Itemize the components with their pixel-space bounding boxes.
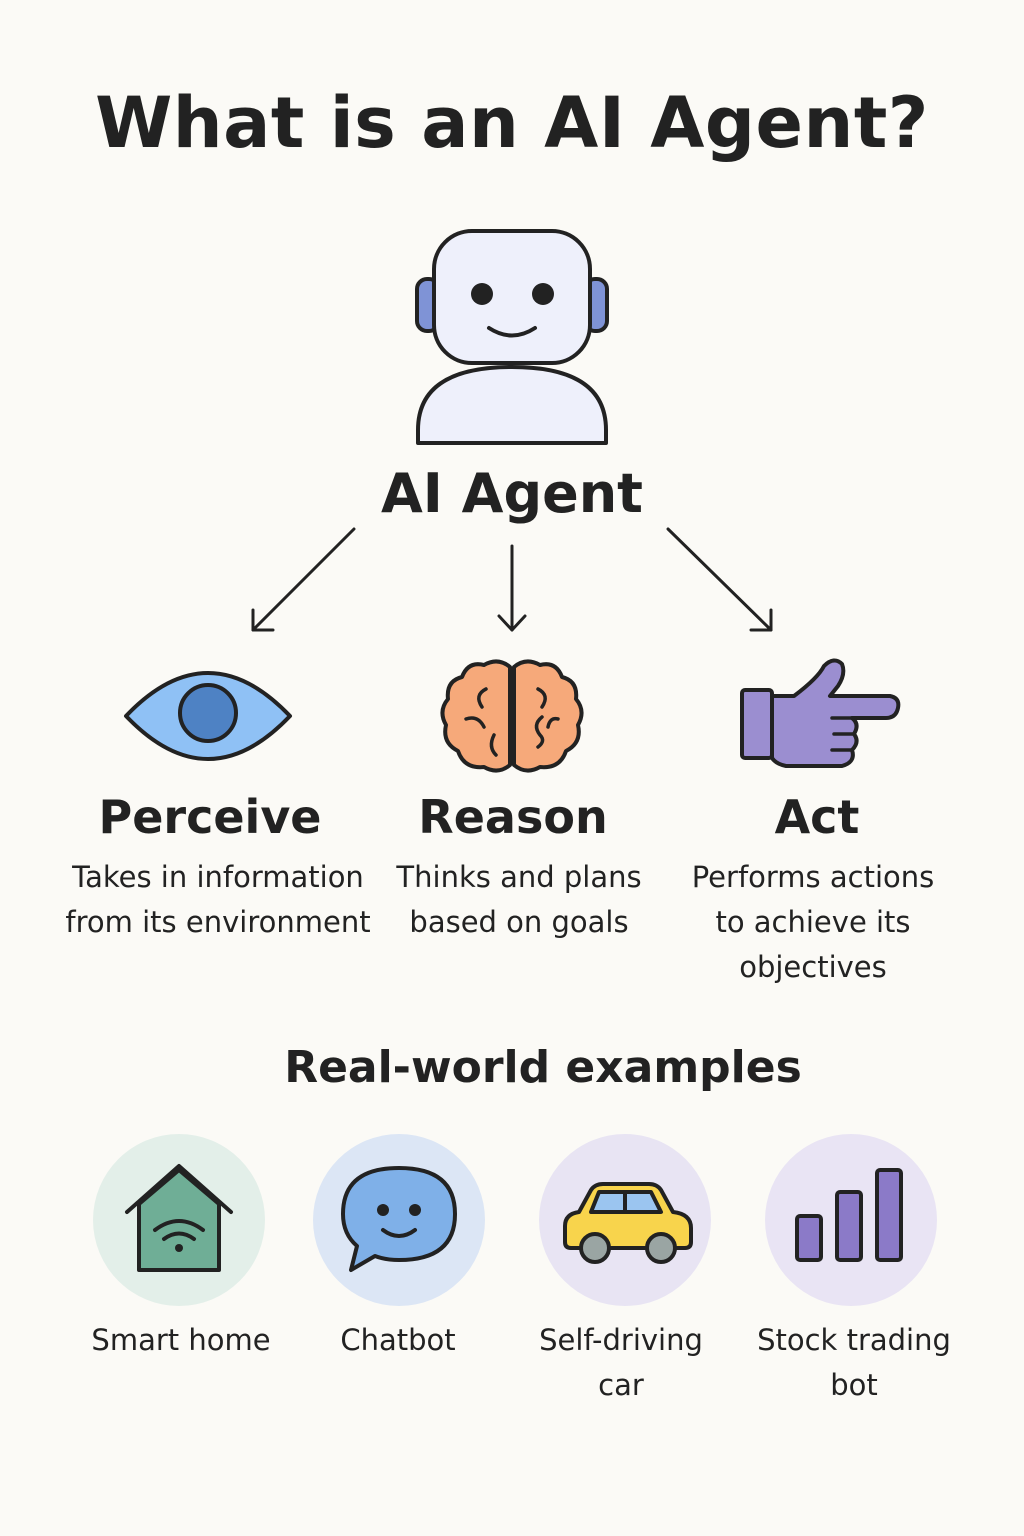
example-label-line: Self-driving [539, 1323, 703, 1357]
description-line: Takes in information [72, 860, 364, 894]
description-line: based on goals [409, 905, 629, 939]
reason-heading: Reason [418, 790, 608, 844]
act-description: Performs actions to achieve its objectiv… [653, 855, 973, 990]
reason-description: Thinks and plans based on goals [359, 855, 679, 945]
chatbot-label: Chatbot [278, 1318, 518, 1363]
example-label-line: Stock trading [757, 1323, 951, 1357]
description-line: objectives [739, 950, 887, 984]
pointing-hand-icon [740, 658, 901, 768]
bar-chart-icon [765, 1134, 937, 1306]
example-label-line: car [598, 1368, 644, 1402]
example-label-line: Smart home [91, 1323, 271, 1357]
eye-icon [124, 671, 292, 761]
car-icon [539, 1134, 711, 1306]
description-line: Thinks and plans [396, 860, 642, 894]
chat-bubble-icon [313, 1134, 485, 1306]
agent-label: AI Agent [380, 462, 643, 525]
smart-home-icon [93, 1134, 265, 1306]
example-label-line: bot [830, 1368, 878, 1402]
description-line: Performs actions [691, 860, 935, 894]
self-driving-car-label: Self-driving car [501, 1318, 741, 1408]
example-label-line: Chatbot [340, 1323, 456, 1357]
brain-icon [440, 659, 584, 773]
stock-trading-bot-label: Stock trading bot [734, 1318, 974, 1408]
robot-icon [415, 229, 609, 445]
act-heading: Act [774, 790, 860, 844]
perceive-heading: Perceive [98, 790, 322, 844]
perceive-description: Takes in information from its environmen… [58, 855, 378, 945]
description-line: from its environment [65, 905, 371, 939]
description-line: to achieve its [715, 905, 911, 939]
smart-home-label: Smart home [61, 1318, 301, 1363]
page-title: What is an AI Agent? [95, 82, 929, 164]
examples-title: Real-world examples [284, 1042, 802, 1093]
